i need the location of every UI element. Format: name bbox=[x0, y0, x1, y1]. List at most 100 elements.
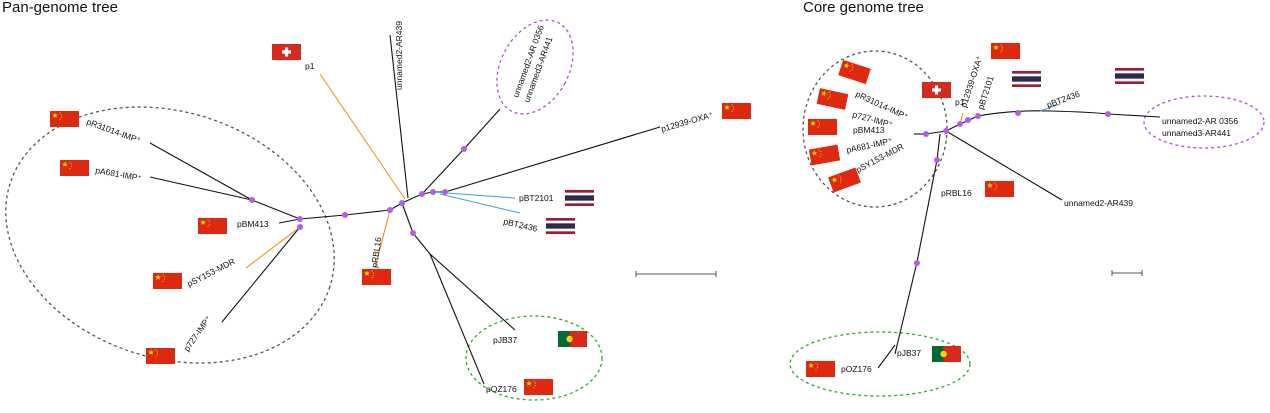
pan-label-psy153: pSY153-MDR bbox=[185, 256, 236, 289]
pan-node bbox=[461, 146, 467, 152]
core-portugal-clade-ellipse bbox=[789, 331, 971, 397]
pan-branch-p727 bbox=[221, 226, 301, 323]
pan-label-pjb37: pJB37 bbox=[493, 335, 517, 345]
pan-branches bbox=[149, 34, 661, 385]
china-flag-icon bbox=[146, 348, 175, 364]
pan-branch-prbl16 bbox=[374, 209, 391, 269]
core-label-pjb37: pJB37 bbox=[897, 348, 921, 358]
pan-node bbox=[297, 216, 303, 222]
core-ar-clade-ellipse bbox=[1143, 95, 1265, 149]
pan-branch-pbt2436 bbox=[439, 193, 521, 214]
pan-node bbox=[342, 212, 348, 218]
china-flag-icon bbox=[985, 181, 1014, 197]
pan-node bbox=[399, 200, 405, 206]
core-label-prbl16: pRBL16 bbox=[941, 188, 972, 198]
core-branch bbox=[936, 133, 941, 161]
core-branch-pjb37 bbox=[894, 261, 918, 355]
core-node bbox=[1015, 110, 1021, 116]
core-nodes bbox=[914, 110, 1111, 266]
pan-label-pa681: pA681-IMP⁺ bbox=[95, 165, 144, 183]
pan-node bbox=[419, 191, 425, 197]
china-flag-icon bbox=[991, 43, 1020, 59]
pan-label-pr31014: pR31014-IMP⁺ bbox=[85, 116, 142, 145]
core-branch bbox=[916, 159, 938, 263]
core-labels: p1 p12939-OXA⁺ pBT2101 pBT2436 unnamed2-… bbox=[841, 54, 1238, 374]
pan-branch-pjb37 bbox=[429, 253, 516, 331]
pan-branch bbox=[299, 214, 346, 220]
pan-branch bbox=[401, 193, 423, 204]
core-label-ar0356: unnamed2-AR 0356 bbox=[1162, 116, 1238, 126]
core-branch-ar439 bbox=[945, 130, 1063, 201]
pan-branch-pa681 bbox=[149, 176, 253, 201]
thailand-flag-icon bbox=[1115, 68, 1144, 84]
pan-node bbox=[387, 207, 393, 213]
pan-label-p12939: p12939-OXA⁺ bbox=[660, 109, 715, 134]
pan-label-p727: p727-IMP⁺ bbox=[181, 313, 213, 353]
pan-label-pbt2101: pBT2101 bbox=[519, 193, 554, 203]
core-label-pbt2101: pBT2101 bbox=[975, 74, 995, 110]
pan-branch bbox=[251, 199, 301, 220]
pan-branch-ar439 bbox=[389, 34, 409, 199]
china-flag-icon bbox=[828, 167, 861, 193]
pan-branch-ar-clade bbox=[463, 108, 501, 150]
china-flag-icon bbox=[808, 144, 841, 166]
core-node bbox=[975, 113, 981, 119]
core-node bbox=[943, 128, 949, 134]
core-branch-ar-clade bbox=[977, 110, 1161, 118]
china-flag-icon bbox=[60, 160, 89, 176]
pan-branch bbox=[421, 148, 465, 195]
portugal-flag-icon bbox=[932, 346, 961, 362]
core-label-pbm413: pBM413 bbox=[853, 125, 885, 135]
core-label-pbt2436: pBT2436 bbox=[1045, 89, 1081, 110]
core-label-ar441: unnamed3-AR441 bbox=[1162, 128, 1231, 138]
pan-node bbox=[249, 197, 255, 203]
core-branches bbox=[877, 103, 1161, 369]
switzerland-flag-icon bbox=[272, 44, 301, 60]
pan-ar-clade-ellipse bbox=[496, 19, 574, 115]
thailand-flag-icon bbox=[546, 218, 575, 234]
country-flags bbox=[50, 43, 1144, 395]
pan-branch-pbm413 bbox=[278, 218, 301, 224]
pan-china-clade-ellipse bbox=[5, 106, 335, 364]
core-branch bbox=[925, 130, 947, 135]
china-flag-icon bbox=[722, 103, 751, 119]
pan-branch-p12939 bbox=[444, 126, 661, 193]
core-node bbox=[1105, 111, 1111, 117]
core-tree-title: Core genome tree bbox=[803, 0, 924, 16]
china-flag-icon bbox=[806, 361, 835, 377]
pan-tree-title: Pan-genome tree bbox=[2, 0, 118, 16]
pan-branch-pr31014 bbox=[149, 142, 253, 201]
pan-node bbox=[297, 224, 303, 230]
core-label-ar439: unnamed2-AR439 bbox=[1064, 198, 1133, 208]
pan-labels: p1 unnamed2-AR439 unnamed2-AR 0356 unnam… bbox=[85, 21, 714, 394]
china-flag-icon bbox=[153, 273, 182, 289]
pan-branch-poz176 bbox=[429, 253, 485, 385]
core-branch-poz176 bbox=[877, 344, 896, 369]
pan-branch bbox=[412, 232, 431, 255]
china-flag-icon bbox=[524, 379, 553, 395]
core-label-poz176: pOZ176 bbox=[841, 364, 872, 374]
pan-branch bbox=[344, 209, 391, 216]
core-branch-pbt2436 bbox=[1039, 103, 1061, 112]
pan-branch-p1 bbox=[319, 73, 406, 200]
core-label-p1: p1 bbox=[955, 97, 965, 107]
pan-node bbox=[442, 189, 448, 195]
china-flag-icon bbox=[816, 88, 849, 110]
pan-node bbox=[430, 189, 436, 195]
pan-branch-psy153 bbox=[245, 226, 301, 269]
portugal-flag-icon bbox=[558, 331, 587, 347]
pan-label-pbm413: pBM413 bbox=[237, 219, 269, 229]
china-flag-icon bbox=[838, 59, 871, 85]
pan-label-prbl16: pRBL16 bbox=[369, 236, 383, 268]
china-flag-icon bbox=[808, 119, 837, 135]
core-node bbox=[914, 260, 920, 266]
pan-nodes bbox=[249, 146, 467, 236]
core-node bbox=[965, 117, 971, 123]
core-node bbox=[923, 131, 929, 137]
pan-node bbox=[410, 230, 416, 236]
core-node bbox=[957, 121, 963, 127]
pan-branch bbox=[401, 202, 414, 234]
pan-label-poz176: pOZ176 bbox=[486, 384, 517, 394]
core-genome-tree: Core genome tree bbox=[789, 0, 1265, 397]
